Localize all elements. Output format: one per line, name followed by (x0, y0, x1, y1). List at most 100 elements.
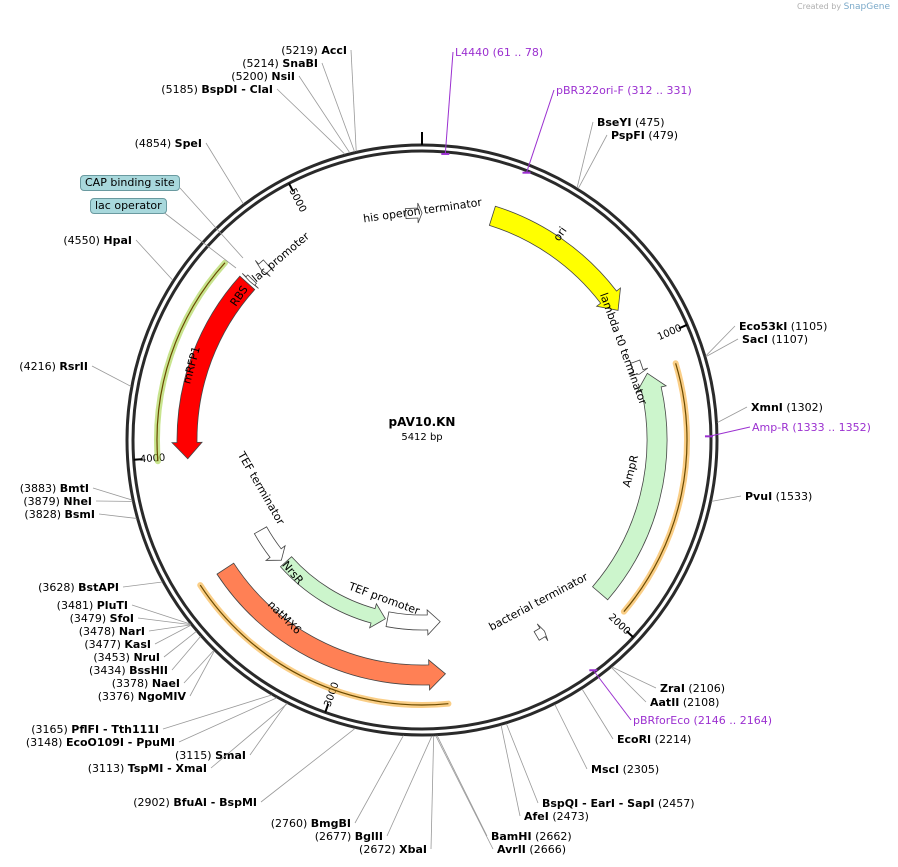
enzyme-position: (4854) (135, 137, 175, 150)
enzyme-zrai[interactable]: ZraI (2106) (660, 682, 725, 695)
enzyme-bspqi[interactable]: BspQI - EarI - SapI (2457) (542, 797, 695, 810)
enzyme-leader-line (205, 142, 244, 205)
feature-ampr-arrow[interactable] (591, 372, 668, 601)
enzyme-nari[interactable]: (3478) NarI (79, 625, 145, 638)
enzyme-position: (5214) (242, 57, 282, 70)
enzyme-leader-line (98, 513, 137, 519)
feature-ori-arrow[interactable] (488, 205, 621, 311)
primer-l4440[interactable]: L4440 (61 .. 78) (455, 46, 543, 59)
feature-label-tef-terminator: TEF terminator (234, 449, 287, 528)
enzyme-pvui[interactable]: PvuI (1533) (745, 490, 812, 503)
enzyme-leader-line (430, 735, 435, 850)
enzyme-position: (1533) (772, 490, 812, 503)
enzyme-name: Eco53kI (739, 320, 787, 333)
enzyme-name: BspDI (201, 83, 237, 96)
enzyme-bstapi[interactable]: (3628) BstAPI (38, 581, 119, 594)
tick-mark (288, 182, 295, 192)
feature-label-bacterial-terminator: bacterial terminator (487, 570, 591, 633)
enzyme-aatii[interactable]: AatII (2108) (650, 696, 719, 709)
enzyme-position: (3479) (70, 612, 110, 625)
enzyme-bspdi[interactable]: (5185) BspDI - ClaI (161, 83, 273, 96)
enzyme-avrii[interactable]: AvrII (2666) (497, 843, 566, 856)
enzyme-nrui[interactable]: (3453) NruI (93, 651, 160, 664)
enzyme-name: SacI (742, 333, 768, 346)
feature-nrsr-arrow[interactable] (279, 556, 386, 629)
enzyme-bglii[interactable]: (2677) BglII (315, 830, 383, 843)
annotation-arc-line (156, 262, 226, 462)
enzyme-name: KasI (124, 638, 151, 651)
enzyme-xmni[interactable]: XmnI (1302) (751, 401, 823, 414)
enzyme-spei[interactable]: (4854) SpeI (135, 137, 202, 150)
enzyme-eco53ki[interactable]: Eco53kI (1105) (739, 320, 827, 333)
feature-lac-promoter-arrow[interactable] (254, 259, 272, 277)
enzyme-position: (2106) (685, 682, 725, 695)
cap-binding-site-label[interactable]: CAP binding site (80, 175, 180, 191)
feature-rbs-arrow[interactable] (242, 273, 259, 289)
enzyme-msci[interactable]: MscI (2305) (591, 763, 659, 776)
annotation-arc-line (623, 363, 688, 613)
enzyme-name: PspFI (611, 129, 645, 142)
primer-pbrforeco[interactable]: pBRforEco (2146 .. 2164) (633, 714, 772, 727)
enzyme-position: (479) (645, 129, 678, 142)
enzyme-leader-line (91, 365, 132, 387)
enzyme-snabi[interactable]: (5214) SnaBI (242, 57, 318, 70)
enzyme-nhei[interactable]: (3879) NheI (23, 495, 92, 508)
lac-operator-label[interactable]: lac operator (90, 198, 167, 214)
enzyme-leader-line (162, 694, 272, 730)
enzyme-leader-line (611, 667, 647, 703)
enzyme-kasi[interactable]: (3477) KasI (84, 638, 151, 651)
snapgene-credit: Created by SnapGene (797, 2, 890, 12)
enzyme-name: SfoI (110, 612, 134, 625)
enzyme-ngomiv[interactable]: (3376) NgoMIV (98, 690, 187, 703)
enzyme-name: BglII (355, 830, 383, 843)
plasmid-backbone (125, 132, 719, 737)
enzyme-position: (2305) (619, 763, 659, 776)
enzyme-extra: - EarI - SapI (578, 797, 654, 810)
enzyme-leader-line (189, 650, 215, 697)
feature-his-operon-terminator-arrow[interactable] (404, 202, 423, 224)
enzyme-acci[interactable]: (5219) AccI (281, 44, 347, 57)
enzyme-naei[interactable]: (3378) NaeI (112, 677, 180, 690)
enzyme-xbai[interactable]: (2672) XbaI (359, 843, 427, 856)
enzyme-bmgbi[interactable]: (2760) BmgBI (271, 817, 351, 830)
primer-pbr322ori-f[interactable]: pBR322ori-F (312 .. 331) (556, 84, 692, 97)
enzyme-name: AccI (321, 44, 347, 57)
enzyme-sfoi[interactable]: (3479) SfoI (70, 612, 134, 625)
enzyme-name: BssHII (129, 664, 168, 677)
enzyme-position: (3828) (24, 508, 64, 521)
enzyme-bamhi[interactable]: BamHI (2662) (491, 830, 572, 843)
enzyme-pflfi[interactable]: (3165) PflFI - Tth111I (31, 723, 159, 736)
enzyme-ecoo109i[interactable]: (3148) EcoO109I - PpuMI (26, 736, 175, 749)
enzyme-pspfi[interactable]: PspFI (479) (611, 129, 678, 142)
enzyme-bsmi[interactable]: (3828) BsmI (24, 508, 95, 521)
enzyme-position: (3115) (175, 749, 215, 762)
feature-label-ampr: AmpR (620, 453, 641, 488)
primer-amp-r[interactable]: Amp-R (1333 .. 1352) (752, 421, 871, 434)
enzyme-leader-line (148, 624, 191, 632)
enzyme-leader-line (122, 581, 163, 588)
enzyme-name: MscI (591, 763, 619, 776)
enzyme-leader-line (717, 406, 748, 423)
enzyme-tspmi[interactable]: (3113) TspMI - XmaI (88, 762, 207, 775)
feature-tef-promoter-arrow[interactable] (385, 609, 441, 636)
enzyme-name: SmaI (215, 749, 246, 762)
enzyme-position: (2760) (271, 817, 311, 830)
feature-lambda-t0-terminator-arrow[interactable] (628, 359, 649, 375)
feature-mrfp1-arrow[interactable] (171, 275, 256, 460)
feature-bacterial-terminator-arrow[interactable] (533, 623, 549, 642)
feature-tef-terminator-arrow[interactable] (253, 526, 286, 561)
feature-natmx6-arrow[interactable] (216, 562, 447, 691)
enzyme-bsshii[interactable]: (3434) BssHII (89, 664, 168, 677)
enzyme-bmti[interactable]: (3883) BmtI (20, 482, 89, 495)
enzyme-ecori[interactable]: EcoRI (2214) (617, 733, 691, 746)
enzyme-afei[interactable]: AfeI (2473) (524, 810, 589, 823)
enzyme-nsii[interactable]: (5200) NsiI (231, 70, 295, 83)
enzyme-bseyi[interactable]: BseYI (475) (597, 116, 665, 129)
enzyme-smai[interactable]: (3115) SmaI (175, 749, 246, 762)
enzyme-leader-line (276, 88, 346, 155)
enzyme-rsrii[interactable]: (4216) RsrII (19, 360, 88, 373)
enzyme-pluti[interactable]: (3481) PluTI (57, 599, 128, 612)
enzyme-hpai[interactable]: (4550) HpaI (63, 234, 132, 247)
enzyme-bfuai[interactable]: (2902) BfuAI - BspMI (133, 796, 257, 809)
enzyme-saci[interactable]: SacI (1107) (742, 333, 808, 346)
